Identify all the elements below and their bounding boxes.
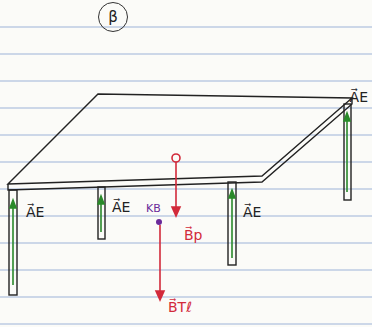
force-label: B⃗p [184, 228, 203, 242]
force-label: A⃗E [243, 205, 261, 219]
force-label: A⃗E [112, 200, 130, 214]
circled-label: β [98, 2, 128, 32]
center-of-mass-label: ΚΒ [146, 203, 161, 214]
force-label: B⃗Tℓ [168, 300, 192, 314]
force-label: A⃗E [350, 90, 368, 104]
node-text: β [108, 8, 118, 26]
force-label: A⃗E [26, 205, 44, 219]
